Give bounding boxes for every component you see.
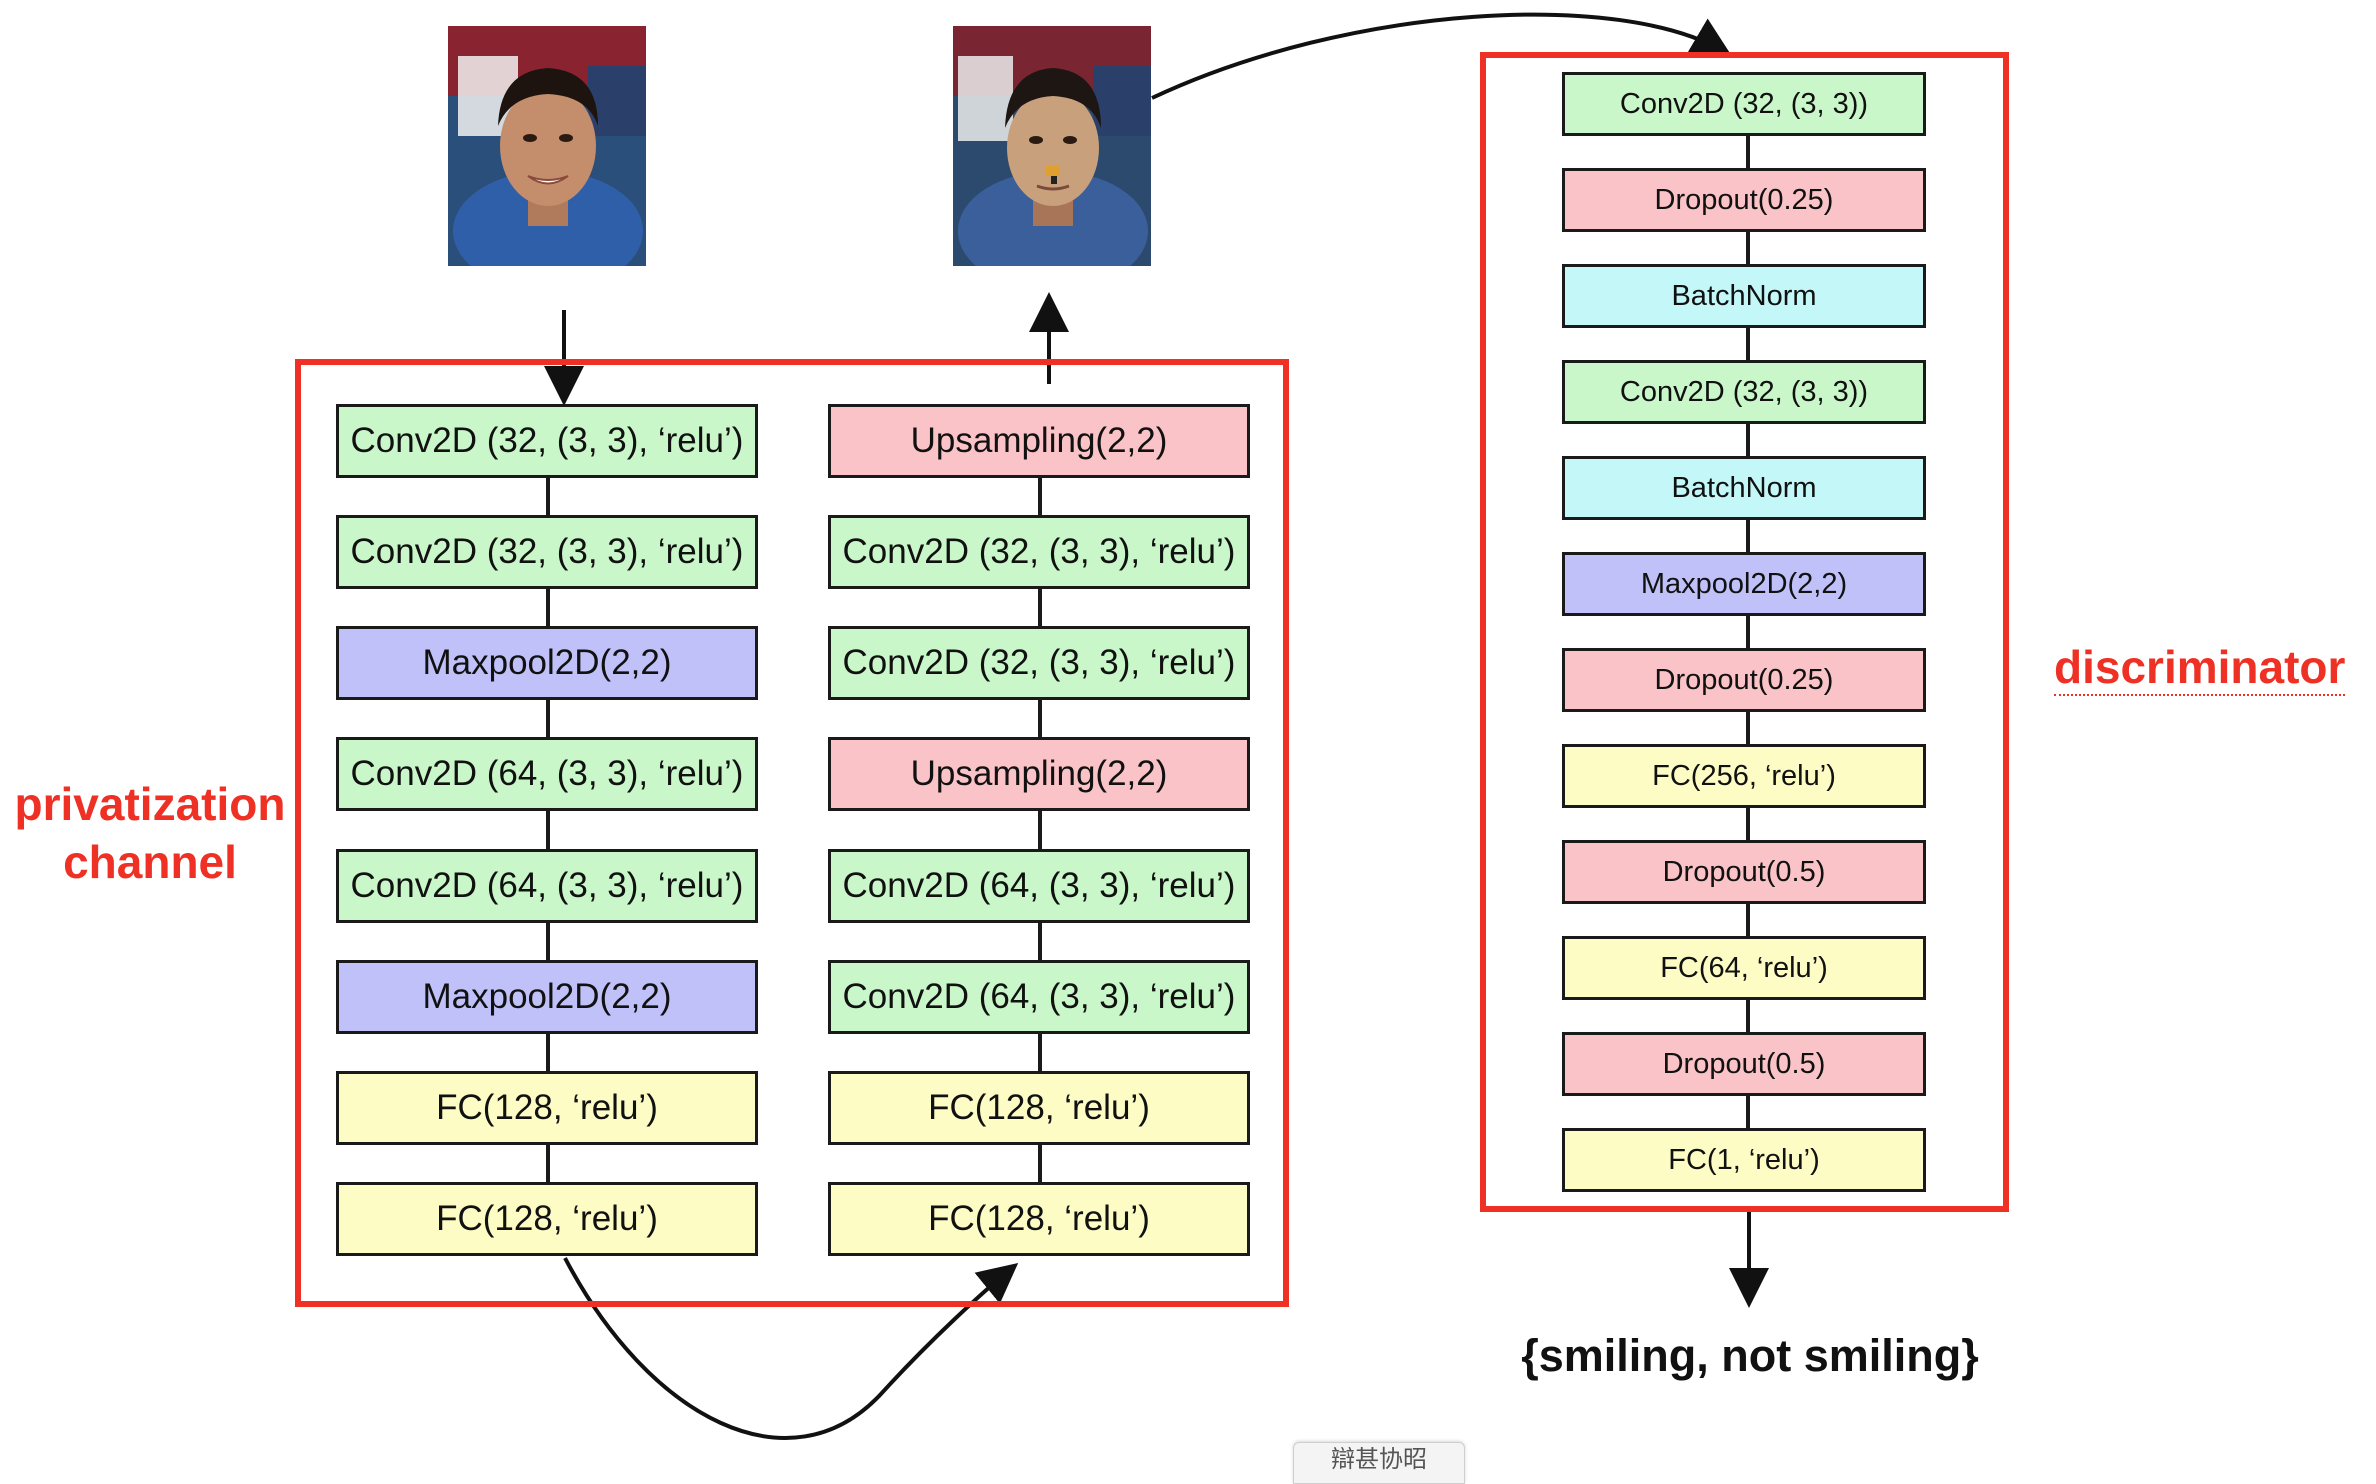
input-face-image bbox=[448, 26, 646, 266]
decoder-layer-5: Conv2D (64, (3, 3), ‘relu’) bbox=[828, 849, 1250, 923]
encoder-layer-8: FC(128, ‘relu’) bbox=[336, 1182, 758, 1256]
decoder-layer-2: Conv2D (32, (3, 3), ‘relu’) bbox=[828, 515, 1250, 589]
decoder-layer-1: Upsampling(2,2) bbox=[828, 404, 1250, 478]
discriminator-layer-8: FC(256, ‘relu’) bbox=[1562, 744, 1926, 808]
decoder-layer-6: Conv2D (64, (3, 3), ‘relu’) bbox=[828, 960, 1250, 1034]
to-discriminator-arrow bbox=[1151, 12, 1732, 100]
decoder-layer-7: FC(128, ‘relu’) bbox=[828, 1071, 1250, 1145]
encoder-layer-1: Conv2D (32, (3, 3), ‘relu’) bbox=[336, 404, 758, 478]
discriminator-layer-3: BatchNorm bbox=[1562, 264, 1926, 328]
discriminator-layer-11: Dropout(0.5) bbox=[1562, 1032, 1926, 1096]
discriminator-layer-5: BatchNorm bbox=[1562, 456, 1926, 520]
output-face-image bbox=[953, 26, 1151, 266]
discriminator-layer-1: Conv2D (32, (3, 3)) bbox=[1562, 72, 1926, 136]
bottom-tab-button[interactable]: 辯甚协昭 bbox=[1293, 1442, 1465, 1484]
discriminator-label: discriminator bbox=[2054, 640, 2346, 696]
encoder-layer-3: Maxpool2D(2,2) bbox=[336, 626, 758, 700]
discriminator-layer-4: Conv2D (32, (3, 3)) bbox=[1562, 360, 1926, 424]
discriminator-frame bbox=[1480, 52, 2009, 1212]
privatization-channel-frame bbox=[295, 359, 1289, 1307]
discriminator-layer-6: Maxpool2D(2,2) bbox=[1562, 552, 1926, 616]
privatization-label-line1: privatization bbox=[14, 778, 286, 830]
decoder-spine bbox=[1038, 475, 1042, 1215]
encoder-layer-7: FC(128, ‘relu’) bbox=[336, 1071, 758, 1145]
encoder-to-decoder-arrow bbox=[563, 1257, 1019, 1440]
encoder-layer-6: Maxpool2D(2,2) bbox=[336, 960, 758, 1034]
decoder-layer-8: FC(128, ‘relu’) bbox=[828, 1182, 1250, 1256]
output-face-illustration bbox=[953, 26, 1151, 266]
decoder-layer-3: Conv2D (32, (3, 3), ‘relu’) bbox=[828, 626, 1250, 700]
encoder-layer-5: Conv2D (64, (3, 3), ‘relu’) bbox=[336, 849, 758, 923]
discriminator-layer-9: Dropout(0.5) bbox=[1562, 840, 1926, 904]
classification-output-label: {smiling, not smiling} bbox=[1521, 1330, 1979, 1381]
privatization-label-line2: channel bbox=[63, 836, 237, 888]
discriminator-spine bbox=[1746, 135, 1750, 1135]
discriminator-layer-12: FC(1, ‘relu’) bbox=[1562, 1128, 1926, 1192]
encoder-layer-2: Conv2D (32, (3, 3), ‘relu’) bbox=[336, 515, 758, 589]
encoder-spine bbox=[546, 475, 550, 1215]
discriminator-layer-7: Dropout(0.25) bbox=[1562, 648, 1926, 712]
encoder-layer-4: Conv2D (64, (3, 3), ‘relu’) bbox=[336, 737, 758, 811]
discriminator-layer-2: Dropout(0.25) bbox=[1562, 168, 1926, 232]
discriminator-layer-10: FC(64, ‘relu’) bbox=[1562, 936, 1926, 1000]
privatization-channel-label: privatization channel bbox=[2, 775, 298, 891]
input-face-illustration bbox=[448, 26, 646, 266]
decoder-layer-4: Upsampling(2,2) bbox=[828, 737, 1250, 811]
